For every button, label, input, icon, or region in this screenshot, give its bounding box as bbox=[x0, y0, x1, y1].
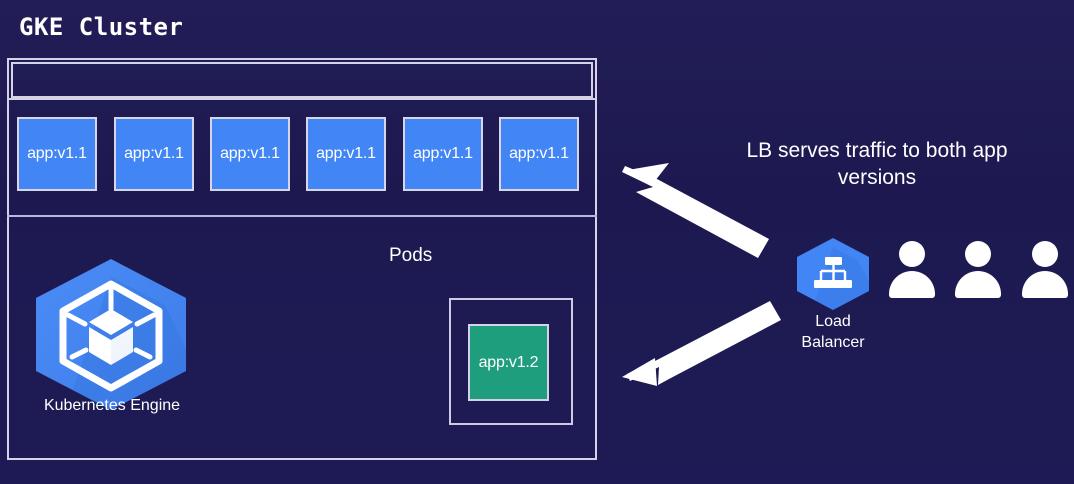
user-head bbox=[965, 241, 992, 267]
user-body bbox=[1021, 271, 1068, 298]
pod-app-v1-1-1[interactable]: app:v1.1 bbox=[17, 117, 97, 191]
pods-row-region bbox=[7, 98, 597, 217]
user-icon-2 bbox=[954, 241, 1002, 299]
pod-app-v1-1-3[interactable]: app:v1.1 bbox=[210, 117, 290, 191]
page-title: GKE Cluster bbox=[19, 13, 184, 41]
users-group bbox=[888, 241, 1068, 301]
load-balancer-label-line1: Load bbox=[815, 313, 851, 330]
lb-callout-text: LB serves traffic to both app versions bbox=[746, 139, 1008, 189]
user-body bbox=[955, 271, 1002, 298]
user-body bbox=[889, 271, 935, 298]
pod-app-v1-2[interactable]: app:v1.2 bbox=[468, 324, 549, 401]
user-head bbox=[1031, 241, 1058, 267]
pod-app-v1-1-6[interactable]: app:v1.1 bbox=[499, 117, 579, 191]
pod-app-v1-1-4[interactable]: app:v1.1 bbox=[306, 117, 386, 191]
user-head bbox=[899, 241, 925, 267]
pod-app-v1-1-2[interactable]: app:v1.1 bbox=[114, 117, 194, 191]
user-icon-3 bbox=[1021, 241, 1068, 299]
user-icon-1 bbox=[888, 241, 935, 299]
load-balancer-hexagon-icon[interactable] bbox=[794, 237, 872, 311]
pods-label: Pods bbox=[389, 245, 433, 266]
pod-v1-2-container bbox=[449, 298, 573, 425]
cluster-header-strip bbox=[11, 62, 593, 98]
load-balancer-label: Load Balancer bbox=[778, 311, 888, 353]
kubernetes-engine-hexagon-icon bbox=[28, 257, 194, 412]
kubernetes-engine-label: Kubernetes Engine bbox=[43, 397, 181, 414]
pod-app-v1-1-5[interactable]: app:v1.1 bbox=[403, 117, 483, 191]
gke-cluster-boundary bbox=[7, 58, 597, 460]
load-balancer-label-line2: Balancer bbox=[801, 334, 865, 351]
